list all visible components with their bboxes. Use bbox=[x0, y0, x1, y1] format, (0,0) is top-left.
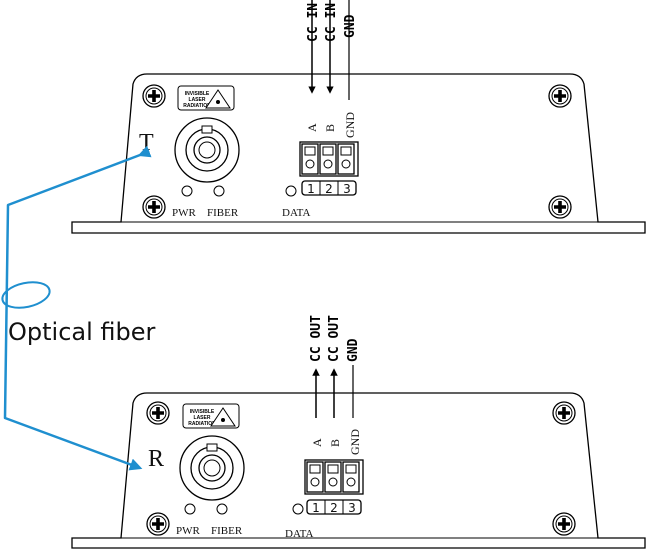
fiber-label: FIBER bbox=[207, 207, 239, 219]
svg-text:INVISIBLE: INVISIBLE bbox=[190, 409, 215, 415]
data-led bbox=[292, 503, 304, 515]
transmitter-housing bbox=[71, 73, 646, 234]
pwr-led bbox=[181, 185, 193, 197]
screw-icon bbox=[146, 401, 170, 425]
svg-text:RADIATION: RADIATION bbox=[183, 103, 211, 109]
screw-icon bbox=[552, 401, 576, 425]
laser-warning-label: INVISIBLE LASER RADIATION bbox=[182, 403, 240, 429]
svg-text:1: 1 bbox=[312, 501, 320, 515]
terminal-label-gnd: GND bbox=[343, 112, 357, 138]
data-label: DATA bbox=[285, 528, 314, 540]
receiver-unit: INVISIBLE LASER RADIATION R PWR FIBER DA… bbox=[71, 315, 646, 549]
screw-icon bbox=[548, 84, 572, 108]
wire-label-cc-in-a: CC IN bbox=[306, 3, 321, 42]
fiber-led bbox=[216, 503, 228, 515]
svg-text:RADIATION: RADIATION bbox=[188, 421, 216, 427]
svg-text:INVISIBLE: INVISIBLE bbox=[185, 91, 210, 97]
svg-text:LASER: LASER bbox=[194, 415, 211, 421]
terminal-label-a: A bbox=[310, 438, 324, 447]
transmitter-unit: INVISIBLE LASER RADIATION T PWR FIBER DA… bbox=[71, 0, 646, 234]
laser-hazard-icon bbox=[205, 89, 231, 109]
terminal-block[interactable]: 1 2 3 bbox=[304, 459, 364, 515]
terminal-label-b: B bbox=[323, 124, 337, 132]
data-label: DATA bbox=[282, 207, 311, 219]
screw-icon bbox=[548, 195, 572, 219]
terminal-label-b: B bbox=[328, 439, 342, 447]
screw-icon bbox=[552, 512, 576, 536]
fiber-port[interactable] bbox=[179, 435, 245, 501]
wire-label-cc-in-b: CC IN bbox=[324, 3, 339, 42]
fiber-label: FIBER bbox=[211, 525, 243, 537]
terminal-label-a: A bbox=[305, 123, 319, 132]
svg-text:LASER: LASER bbox=[189, 97, 206, 103]
pwr-label: PWR bbox=[172, 207, 197, 219]
fiber-bundle-icon bbox=[1, 281, 51, 309]
unit-label-r: R bbox=[148, 446, 164, 472]
svg-text:3: 3 bbox=[343, 182, 351, 196]
terminal-label-gnd: GND bbox=[348, 429, 362, 455]
fiber-port[interactable] bbox=[174, 117, 240, 183]
optical-fiber-link: Optical fiber bbox=[1, 145, 156, 471]
screw-icon bbox=[142, 84, 166, 108]
wire-label-gnd: GND bbox=[343, 14, 358, 38]
svg-text:2: 2 bbox=[330, 501, 338, 515]
svg-text:2: 2 bbox=[325, 182, 333, 196]
svg-text:3: 3 bbox=[348, 501, 356, 515]
svg-text:1: 1 bbox=[307, 182, 315, 196]
data-led bbox=[285, 185, 297, 197]
screw-icon bbox=[146, 512, 170, 536]
wire-label-cc-out-b: CC OUT bbox=[327, 315, 342, 362]
fiber-led bbox=[213, 185, 225, 197]
screw-icon bbox=[142, 195, 166, 219]
unit-label-t: T bbox=[139, 130, 154, 156]
laser-warning-label: INVISIBLE LASER RADIATION bbox=[177, 85, 235, 111]
wire-label-gnd: GND bbox=[346, 338, 361, 362]
pwr-led bbox=[184, 503, 196, 515]
wire-label-cc-out-a: CC OUT bbox=[309, 315, 324, 362]
laser-hazard-icon bbox=[210, 407, 236, 427]
fiber-cable bbox=[3, 145, 152, 471]
terminal-block[interactable]: 1 2 3 bbox=[299, 141, 359, 196]
pwr-label: PWR bbox=[176, 525, 201, 537]
optical-fiber-label: Optical fiber bbox=[8, 318, 156, 346]
